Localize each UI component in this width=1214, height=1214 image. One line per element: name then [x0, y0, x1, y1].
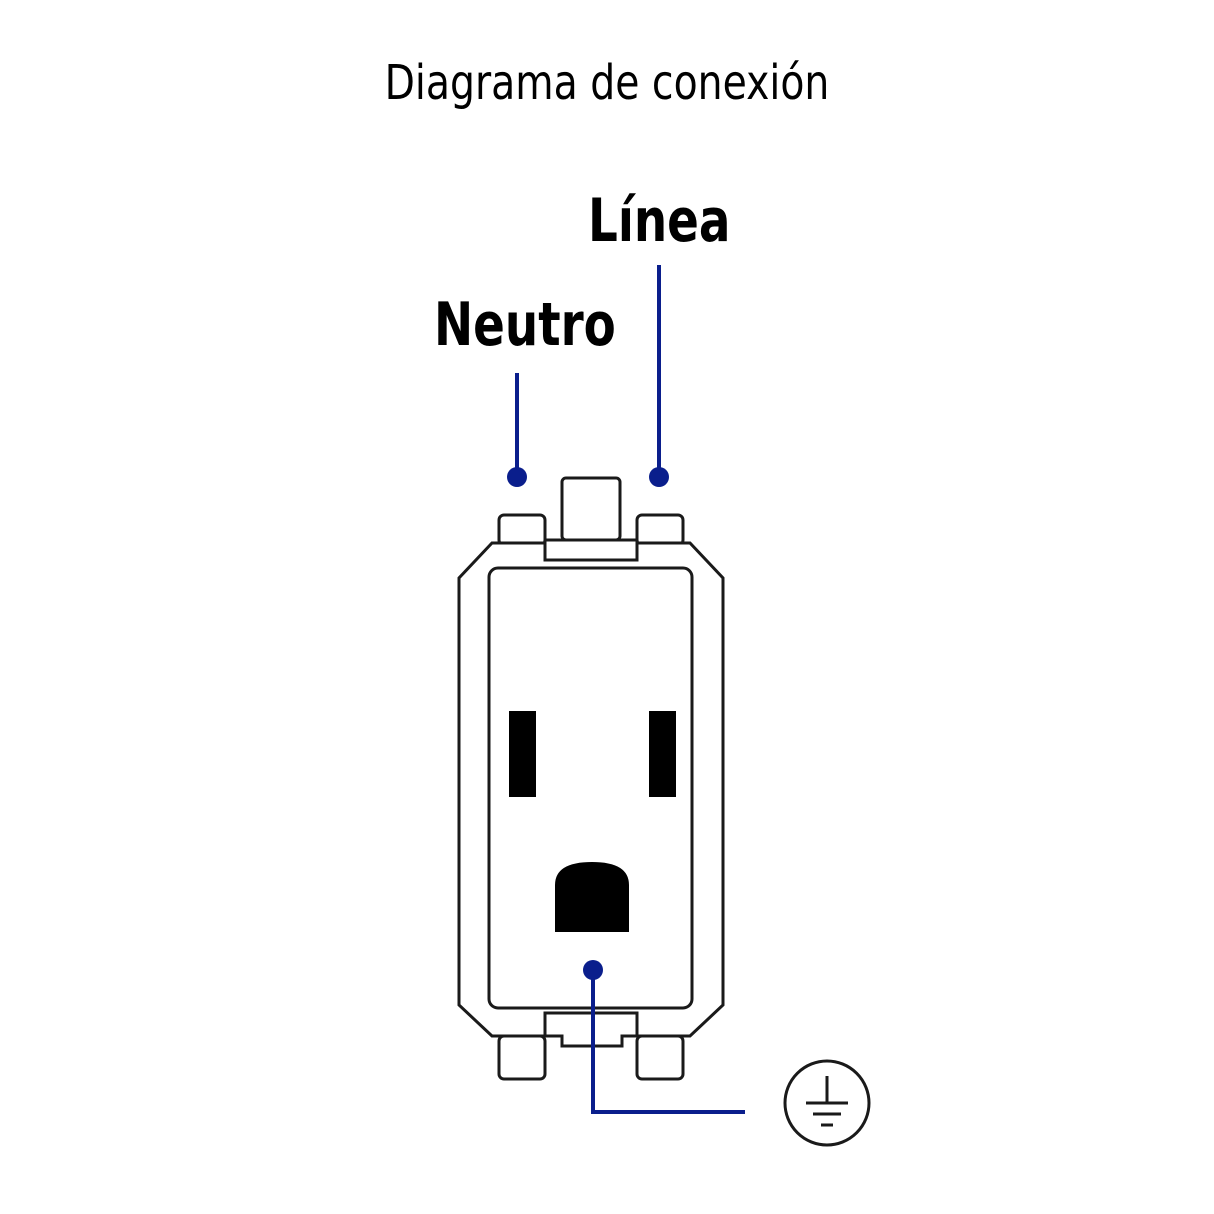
ground-wire — [583, 960, 745, 1114]
top-left-terminal — [497, 513, 547, 547]
line-slot — [649, 711, 676, 797]
top-right-terminal — [635, 513, 685, 547]
ground-slot — [555, 862, 629, 932]
neutral-slot — [509, 711, 536, 797]
top-strip — [543, 538, 639, 562]
linea-label: Línea — [588, 186, 731, 256]
ground-symbol-icon — [783, 1059, 871, 1147]
bottom-right-terminal — [635, 1034, 685, 1081]
outlet-receptacle — [457, 476, 725, 1081]
neutro-label: Neutro — [434, 290, 616, 360]
bottom-left-terminal — [497, 1034, 547, 1081]
diagram-title: Diagrama de conexión — [384, 55, 830, 111]
neutral-wire — [507, 373, 527, 487]
top-mounting-tab — [560, 476, 622, 542]
line-wire — [649, 265, 669, 487]
outlet-inner-face — [487, 566, 694, 1010]
